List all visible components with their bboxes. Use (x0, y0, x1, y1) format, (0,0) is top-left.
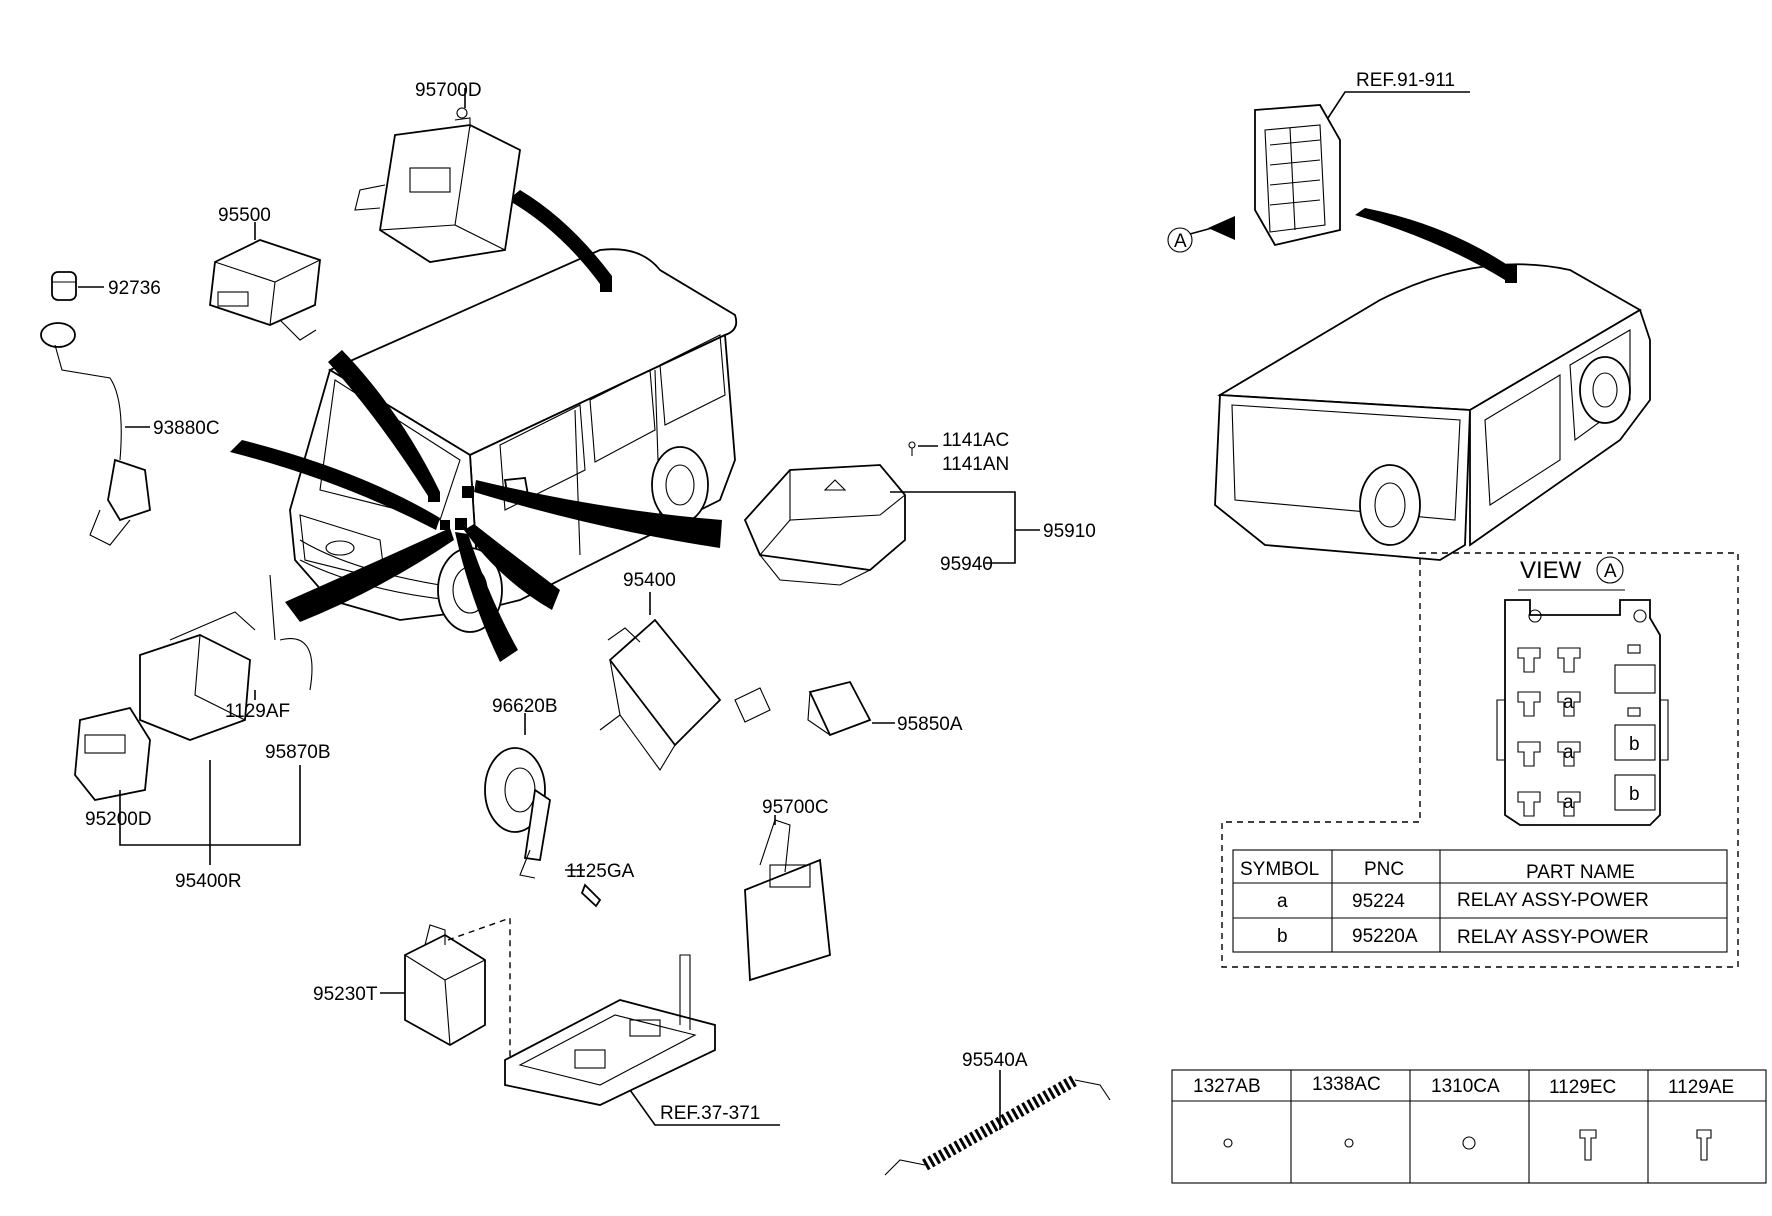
view-a-marker (1167, 227, 1193, 253)
fastener-header: 1129AE (1668, 1077, 1734, 1098)
leader-wedges-main (230, 190, 722, 662)
label-95230T: 95230T (313, 984, 378, 1005)
fastener-table (1171, 1069, 1767, 1184)
part-1141AC-bolt (908, 441, 916, 456)
label-ref-91-911: REF.91-911 (1356, 70, 1455, 91)
fuse-box (1254, 104, 1341, 247)
legend-header-pnc: PNC (1364, 859, 1404, 880)
view-slot-a: a (1563, 792, 1574, 813)
fastener-header: 1338AC (1312, 1074, 1381, 1095)
view-a-title: VIEW (1520, 557, 1582, 584)
nut-icon (1344, 1138, 1354, 1148)
part-95700D-module (354, 107, 521, 263)
view-slot-b: b (1629, 784, 1640, 805)
part-95700C-module (744, 819, 831, 982)
fastener-header: 1129EC (1549, 1077, 1616, 1098)
label-95400R: 95400R (175, 871, 242, 892)
part-1125GA-bolt (580, 883, 602, 908)
part-95500-module (209, 239, 321, 341)
fastener-header: 1327AB (1193, 1076, 1261, 1097)
label-1129AF: 1129AF (225, 701, 290, 722)
view-a-panel (1221, 552, 1739, 968)
part-92736-socket (51, 271, 77, 301)
legend-cell: 95224 (1352, 891, 1405, 912)
fastener-header: 1310CA (1431, 1076, 1500, 1097)
label-95540A: 95540A (962, 1050, 1028, 1071)
label-95500: 95500 (218, 205, 271, 226)
bolt-icon (1579, 1129, 1597, 1161)
legend-cell: a (1277, 891, 1288, 912)
legend-cell: 95220A (1352, 926, 1418, 947)
label-96620B: 96620B (492, 696, 558, 717)
label-95940: 95940 (940, 554, 993, 575)
part-95850A-sensor (734, 680, 872, 737)
label-95700D: 95700D (415, 80, 482, 101)
view-a-mark: A (1604, 561, 1617, 582)
label-1141AC: 1141AC (942, 430, 1009, 451)
fastener-icons (1223, 1129, 1712, 1161)
label-1125GA: 1125GA (566, 861, 635, 882)
label-view-a-marker: A (1174, 231, 1187, 252)
part-96620B-horn (484, 747, 551, 879)
view-slot-a: a (1563, 742, 1574, 763)
van-rear-view (1214, 263, 1651, 561)
view-slot-b: b (1629, 734, 1640, 755)
part-95230T-module (404, 924, 486, 1047)
legend-header-symbol: SYMBOL (1240, 859, 1319, 880)
label-93880C: 93880C (153, 418, 220, 439)
part-95400-module (599, 618, 722, 771)
part-93880C-harness (40, 322, 151, 546)
part-95540A-cable (884, 1074, 1111, 1176)
legend-cell: RELAY ASSY-POWER (1457, 890, 1649, 911)
legend-table (1232, 849, 1728, 953)
view-slot-a: a (1563, 692, 1574, 713)
label-95870B: 95870B (265, 742, 331, 763)
part-95910-bracket (743, 464, 906, 586)
label-92736: 92736 (108, 278, 161, 299)
label-95910: 95910 (1043, 521, 1096, 542)
bolt-icon (1696, 1129, 1712, 1161)
legend-cell: b (1277, 926, 1288, 947)
part-95400R-assembly (74, 574, 313, 801)
nut-icon (1462, 1136, 1476, 1150)
label-ref-37-371: REF.37-371 (660, 1103, 760, 1124)
legend-header-part-name: PART NAME (1526, 862, 1635, 883)
label-1141AN: 1141AN (942, 454, 1009, 475)
label-95400: 95400 (623, 570, 676, 591)
part-battery-tray (504, 954, 716, 1106)
label-95850A: 95850A (897, 714, 963, 735)
nut-icon (1223, 1138, 1233, 1148)
legend-cell: RELAY ASSY-POWER (1457, 927, 1649, 948)
label-95700C: 95700C (762, 797, 829, 818)
label-95200D: 95200D (85, 809, 152, 830)
